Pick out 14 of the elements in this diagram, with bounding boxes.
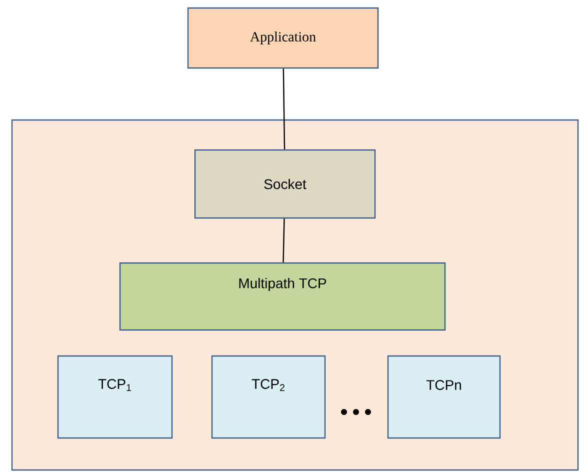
node-label: TCP$_{2}$ (252, 379, 284, 391)
node-label: TCPn (426, 380, 461, 390)
process-box (387, 355, 501, 439)
connector-line (282, 68, 286, 150)
process-box (187, 7, 379, 69)
node-label: Multipath TCP (239, 278, 326, 292)
node-label: Application (250, 32, 316, 44)
process-box (57, 355, 173, 439)
process-box (194, 149, 376, 219)
connector-line (282, 218, 285, 262)
node-label: Socket (264, 178, 306, 190)
node-label: TCP$_{1}$ (98, 379, 131, 391)
process-box (211, 355, 326, 439)
process-box (119, 262, 446, 331)
